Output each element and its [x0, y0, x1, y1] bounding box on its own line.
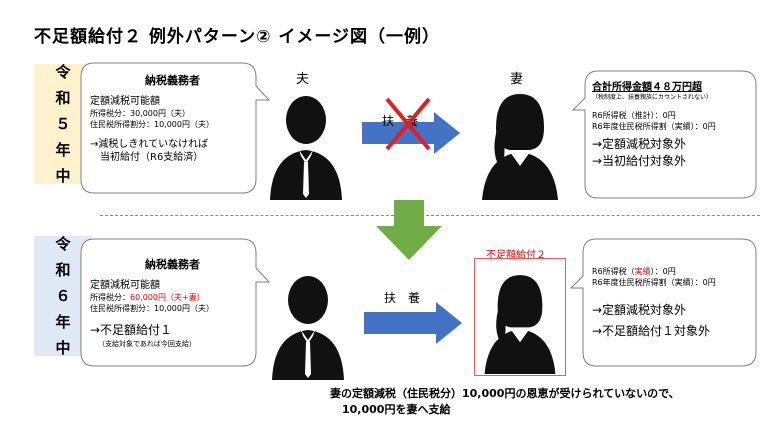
- speech-bubble-r5-right: [572, 70, 757, 199]
- support-label: 扶 養: [384, 291, 421, 305]
- year-char: 令: [55, 63, 71, 81]
- year-char: ５: [55, 115, 71, 133]
- note-line: 当初給付（R6支給済）: [100, 152, 204, 163]
- taxpayer-heading: 納税義務者: [145, 74, 200, 87]
- speech-bubble-r6-left: [80, 238, 270, 367]
- down-arrow-icon: [376, 200, 442, 260]
- year-char: 年: [55, 313, 71, 331]
- wife-icon: [482, 94, 558, 200]
- taxpayer-info-r5: 納税義務者 定額減税可能額 所得税分：30,000円（夫） 住民税所得割分：10…: [90, 72, 255, 164]
- income-tax-amount: 所得税分：30,000円（夫）: [90, 109, 190, 118]
- year-char: 年: [55, 141, 71, 159]
- income-tax-line: R6所得税（実績）：0円: [592, 266, 752, 277]
- speech-bubble-r6-right: [570, 238, 757, 367]
- speech-bubble-r5-left: [80, 62, 270, 194]
- husband-label: 夫: [296, 72, 310, 87]
- note-line: →減税しきれていなければ: [90, 139, 209, 150]
- page-title: 不足額給付２ 例外パターン② イメージ図（一例）: [34, 27, 441, 47]
- reduction-possible-label: 定額減税可能額: [90, 280, 160, 291]
- year-char: 中: [55, 167, 71, 185]
- wife-icon: [484, 275, 556, 374]
- husband-icon: [270, 96, 342, 200]
- note-line: （支給対象であれば今回支給）: [98, 340, 196, 348]
- divider: [100, 215, 760, 216]
- note-line: →不足額給付１: [90, 323, 173, 337]
- highlight-frame: [474, 258, 566, 376]
- resident-tax-line: R6年度住民税所得割（実績）：0円: [592, 122, 716, 131]
- resident-tax-amount: 住民税所得割分：10,000円（夫）: [90, 120, 214, 129]
- income-tax-suffix: ）：0円: [650, 267, 676, 276]
- year-char: 令: [55, 235, 71, 253]
- shortfall-label: 不足額給付２: [486, 250, 546, 261]
- income-tax-prefix: R6所得税（: [592, 267, 635, 276]
- resident-tax-line: R6年度住民税所得割（実績）：0円: [592, 278, 716, 287]
- income-heading: 合計所得金額４８万円超: [592, 82, 702, 93]
- footer-line1: 妻の定額減税（住民税分）10,000円の恩恵が受けられていないので、: [330, 387, 680, 400]
- year-char: 和: [55, 261, 71, 279]
- result-line: →不足額給付１対象外: [592, 324, 711, 338]
- taxpayer-heading: 納税義務者: [145, 258, 200, 271]
- income-tax-highlight: 実績: [634, 267, 651, 276]
- taxpayer-info-r6: 納税義務者 定額減税可能額 所得税分：60,000円（夫+妻） 住民税所得割分：…: [90, 256, 255, 349]
- cross-icon: [385, 97, 431, 151]
- year-char: 和: [55, 89, 71, 107]
- income-tax-prefix: 所得税分：: [90, 293, 130, 302]
- footer-line2: 10,000円を妻へ支給: [342, 403, 451, 416]
- wife-info-r6: R6所得税（実績）：0円 R6年度住民税所得割（実績）：0円 →定額減税対象外 …: [592, 266, 752, 340]
- year-char: ６: [55, 287, 71, 305]
- support-arrow-r6: [364, 302, 462, 344]
- income-tax-amount: 所得税分：60,000円（夫+妻）: [90, 292, 255, 303]
- result-line: →定額減税対象外: [592, 137, 687, 151]
- reduction-possible-label: 定額減税可能額: [90, 96, 160, 107]
- income-note: （税制度上、扶養親族にカウントされない）: [592, 94, 713, 101]
- income-tax-line: R6所得税（推計）：0円: [592, 111, 676, 120]
- support-arrow-r5: [362, 112, 460, 154]
- wife-info-r5: 合計所得金額４８万円超 （税制度上、扶養親族にカウントされない） R6所得税（推…: [592, 78, 752, 170]
- resident-tax-amount: 住民税所得割分：10,000円（夫）: [90, 304, 214, 313]
- result-line: →定額減税対象外: [592, 303, 687, 317]
- husband-icon: [272, 276, 344, 380]
- income-tax-highlight: 60,000円（夫+妻）: [130, 293, 205, 302]
- wife-label: 妻: [510, 72, 524, 87]
- year-char: 中: [55, 339, 71, 357]
- result-line: →当初給付対象外: [592, 154, 687, 168]
